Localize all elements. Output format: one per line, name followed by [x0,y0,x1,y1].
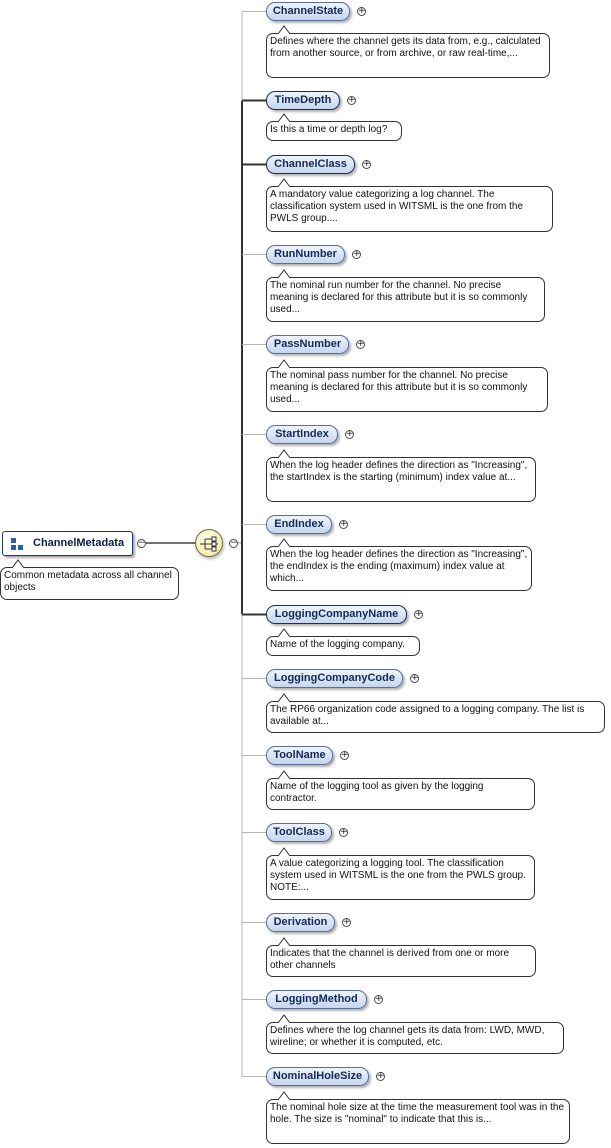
root-element-label: ChannelMetadata [33,537,125,549]
documentation-loggingcompanycode: The RP66 organization code assigned to a… [266,701,605,733]
element-nominalholesize[interactable]: NominalHoleSize [266,1067,369,1086]
element-derivation[interactable]: Derivation [266,913,335,932]
documentation-loggingcompanyname: Name of the logging company. [266,636,420,656]
documentation-runnumber: The nominal run number for the channel. … [266,277,545,322]
doc-pointer [277,770,291,780]
documentation-timedepth: Is this a time or depth log? [266,121,402,141]
element-endindex[interactable]: EndIndex [266,515,332,534]
element-channelclass[interactable]: ChannelClass [266,155,355,174]
doc-pointer [277,847,291,857]
element-toolclass[interactable]: ToolClass [266,823,332,842]
expand-toggle-nominalholesize[interactable]: + [376,1071,385,1081]
expand-toggle-channelstate[interactable]: + [357,6,366,16]
expand-toggle-timedepth[interactable]: + [347,95,356,105]
expand-toggle-channelclass[interactable]: + [362,159,371,169]
element-startindex[interactable]: StartIndex [266,425,338,444]
complex-type-icon [11,538,24,551]
documentation-nominalholesize: The nominal hole size at the time the me… [266,1099,570,1144]
doc-pointer [11,559,25,569]
element-channelstate[interactable]: ChannelState [266,2,350,21]
element-toolname[interactable]: ToolName [266,746,333,765]
documentation-channelclass: A mandatory value categorizing a log cha… [266,186,553,232]
element-passnumber[interactable]: PassNumber [266,335,349,354]
doc-pointer [277,113,291,123]
expand-toggle-runnumber[interactable]: + [352,249,361,259]
expand-toggle-passnumber[interactable]: + [356,339,365,349]
expand-toggle-loggingcompanyname[interactable]: + [414,609,423,619]
documentation-derivation: Indicates that the channel is derived fr… [266,945,536,977]
sequence-compositor-icon [200,536,218,552]
element-loggingcompanycode[interactable]: LoggingCompanyCode [266,669,403,688]
sequence-compositor[interactable] [195,529,223,557]
element-loggingcompanyname[interactable]: LoggingCompanyName [266,605,407,624]
expand-toggle-loggingcompanycode[interactable]: + [410,673,419,683]
element-timedepth[interactable]: TimeDepth [266,91,340,110]
expand-toggle-startindex[interactable]: + [345,429,354,439]
root-description: Common metadata across all channel objec… [0,567,179,600]
element-runnumber[interactable]: RunNumber [266,245,345,264]
doc-pointer [277,937,291,947]
sequence-collapse-toggle[interactable]: − [229,538,238,548]
expand-toggle-toolclass[interactable]: + [339,827,348,837]
expand-toggle-endindex[interactable]: + [339,519,348,529]
doc-pointer [277,628,291,638]
doc-pointer [277,538,291,548]
doc-pointer [277,693,291,703]
documentation-loggingmethod: Defines where the log channel gets its d… [266,1022,564,1054]
root-element-channelmetadata[interactable]: ChannelMetadata [2,531,133,556]
root-collapse-toggle[interactable]: − [137,538,146,548]
documentation-toolclass: A value categorizing a logging tool. The… [266,855,535,900]
documentation-passnumber: The nominal pass number for the channel.… [266,367,548,412]
doc-pointer [277,269,291,279]
doc-pointer [277,1014,291,1024]
documentation-channelstate: Defines where the channel gets its data … [266,33,550,78]
expand-toggle-derivation[interactable]: + [342,917,351,927]
element-loggingmethod[interactable]: LoggingMethod [266,990,367,1009]
doc-pointer [277,449,291,459]
documentation-startindex: When the log header defines the directio… [266,457,536,502]
doc-pointer [277,1091,291,1101]
documentation-endindex: When the log header defines the directio… [266,546,532,591]
doc-pointer [277,359,291,369]
expand-toggle-loggingmethod[interactable]: + [374,994,383,1004]
doc-pointer [277,25,291,35]
documentation-toolname: Name of the logging tool as given by the… [266,778,535,810]
doc-pointer [277,178,291,188]
expand-toggle-toolname[interactable]: + [340,750,349,760]
